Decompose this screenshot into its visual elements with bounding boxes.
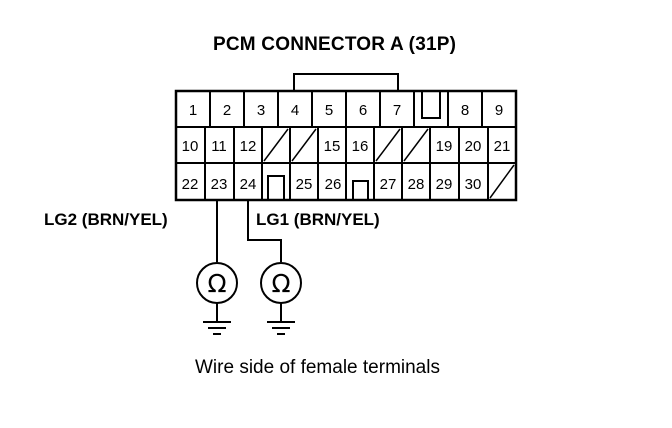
pin-label: 16	[352, 138, 369, 155]
pin-label: 15	[324, 138, 341, 155]
pin-label: 1	[189, 102, 197, 119]
diagram-caption: Wire side of female terminals	[195, 357, 440, 378]
row3-notch	[267, 175, 285, 200]
pin-label: 2	[223, 102, 231, 119]
lg1-test-lead	[247, 200, 282, 262]
pin-label: 7	[393, 102, 401, 119]
ground-icon	[267, 303, 295, 335]
row2-blank-cavities	[263, 128, 429, 162]
pin-label: 4	[291, 102, 299, 119]
pin-label: 21	[494, 138, 511, 155]
pin-label: 24	[240, 176, 257, 193]
connector-key-slot	[421, 91, 441, 119]
pin-label: 11	[211, 138, 227, 155]
pin-label: 10	[182, 138, 199, 155]
pin-label: 8	[461, 102, 469, 119]
pin-label: 6	[359, 102, 367, 119]
ohm-symbol: Ω	[207, 269, 226, 298]
pin-label: 9	[495, 102, 503, 119]
lg1-wire-label: LG1 (BRN/YEL)	[256, 210, 380, 229]
ohm-symbol: Ω	[271, 269, 290, 298]
connector-latch	[293, 73, 399, 91]
ground-icon	[203, 303, 231, 335]
pin-label: 28	[408, 176, 425, 193]
row1-dividers	[209, 91, 483, 127]
pin-label: 5	[325, 102, 333, 119]
connector-title: PCM CONNECTOR A (31P)	[213, 34, 457, 55]
pin-label: 20	[465, 138, 482, 155]
pin-label: 12	[240, 138, 257, 155]
pin-label: 22	[182, 176, 199, 193]
pin-label: 29	[436, 176, 453, 193]
pin-label: 19	[436, 138, 453, 155]
lg2-wire-label: LG2 (BRN/YEL)	[44, 210, 168, 229]
row3-dividers	[204, 163, 489, 200]
ohmmeter-icon: Ω	[196, 262, 238, 304]
pin-label: 25	[296, 176, 313, 193]
row3-blank-cavity	[489, 164, 515, 199]
pin-label: 26	[325, 176, 342, 193]
pin-labels: 1 2 3 4 5 6 7 8 9 10 11 12 15 16 19 20 2…	[182, 102, 511, 193]
row3-notch	[352, 180, 369, 200]
pin-label: 3	[257, 102, 265, 119]
pin-label: 30	[465, 176, 482, 193]
pin-label: 27	[380, 176, 397, 193]
ohmmeter-icon: Ω	[260, 262, 302, 304]
pin-label: 23	[211, 176, 228, 193]
row2-dividers	[204, 127, 489, 163]
